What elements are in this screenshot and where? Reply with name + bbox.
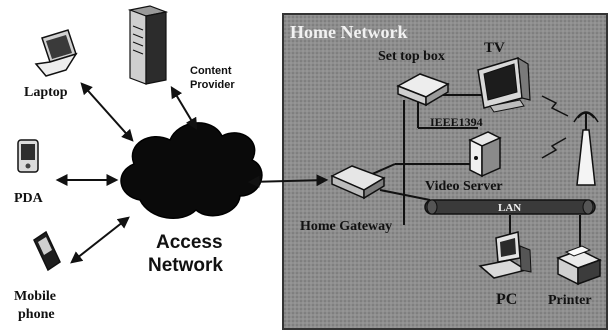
content-provider-label-line1: Content <box>190 65 232 77</box>
home-network-wiring <box>369 94 581 248</box>
wireless-antenna-icon <box>573 111 599 186</box>
video-server-label: Video Server <box>425 179 503 194</box>
set-top-box-icon <box>396 73 450 107</box>
arrow-laptop-access <box>80 82 134 142</box>
tv-icon <box>477 56 531 113</box>
pda-label: PDA <box>14 191 44 206</box>
home-gateway-icon <box>330 165 386 200</box>
content-provider-label-line2: Provider <box>190 79 235 91</box>
laptop-icon <box>34 29 78 77</box>
access-network-cloud <box>120 122 263 219</box>
lan-bus: LAN <box>424 199 596 215</box>
home-gateway-label: Home Gateway <box>300 219 392 234</box>
lan-label: LAN <box>498 202 521 214</box>
set-top-box-label: Set top box <box>378 49 445 64</box>
mobile-phone-label-line1: Mobile <box>14 289 56 304</box>
tv-label: TV <box>484 40 505 56</box>
printer-label: Printer <box>548 293 592 308</box>
access-network-label-line1: Access <box>156 232 223 253</box>
mobile-phone-label-line2: phone <box>18 307 55 322</box>
access-network-label-line2: Network <box>148 255 223 276</box>
arrow-mobile-access <box>70 216 130 264</box>
pda-icon <box>17 139 39 173</box>
mobile-phone-icon <box>33 230 61 272</box>
printer-icon <box>556 245 602 286</box>
ieee1394-label: IEEE1394 <box>430 115 483 129</box>
pc-icon <box>478 231 532 279</box>
home-network-panel <box>282 13 608 330</box>
laptop-label: Laptop <box>24 85 68 100</box>
content-provider-server-icon <box>127 5 169 85</box>
arrow-content-access <box>170 85 198 131</box>
video-server-icon <box>468 131 502 178</box>
pc-label: PC <box>496 291 517 308</box>
home-network-title: Home Network <box>290 22 407 42</box>
wireless-signal-icon <box>541 95 569 159</box>
connection-arrows <box>55 82 329 264</box>
arrow-access-gateway <box>247 174 329 188</box>
